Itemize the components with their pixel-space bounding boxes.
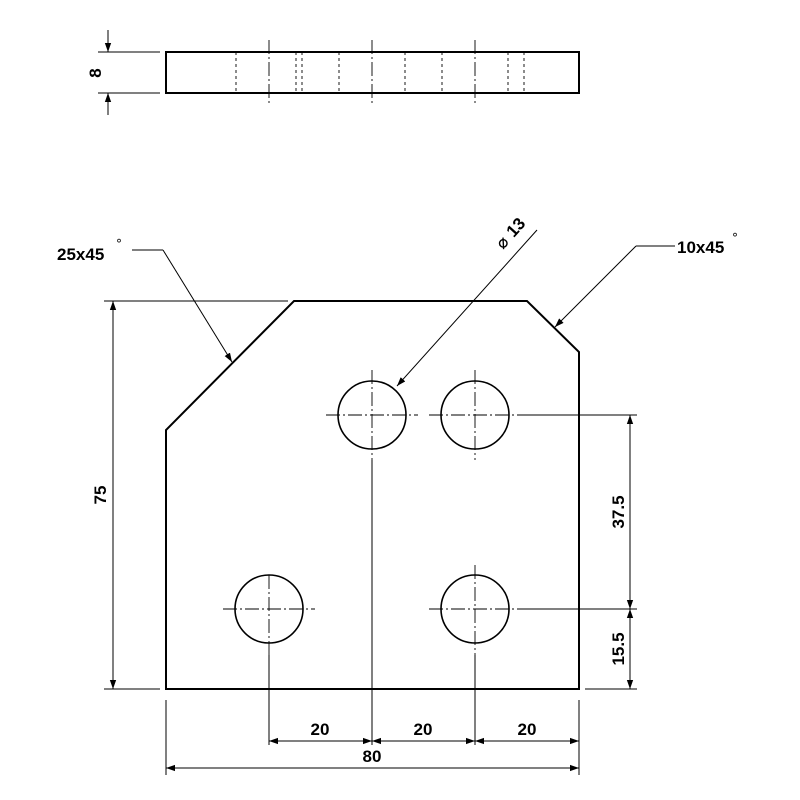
front-view: 20 20 20 80 75 37.5 15.5 25x45 ° 10x45 bbox=[57, 214, 738, 775]
callout-chamfer-small: 10x45 ° bbox=[554, 231, 738, 328]
chamfer-large-label: 25x45 bbox=[57, 245, 104, 264]
thickness-label: 8 bbox=[86, 68, 105, 77]
side-view: 8 bbox=[86, 30, 580, 115]
callout-chamfer-large: 25x45 ° bbox=[57, 237, 233, 363]
dim-height-label: 75 bbox=[91, 486, 110, 505]
dim-vertical-spacing-label: 37.5 bbox=[609, 495, 628, 528]
hole-centerlines bbox=[223, 370, 521, 745]
dim-20-b-label: 20 bbox=[414, 720, 433, 739]
dim-bottom-offset-label: 15.5 bbox=[609, 632, 628, 665]
diameter-value: 13 bbox=[503, 214, 530, 241]
plate-outline bbox=[165, 300, 580, 690]
plate-side-outline bbox=[165, 51, 580, 94]
degree-symbol-small: ° bbox=[732, 231, 738, 245]
hidden-hole-edges bbox=[235, 52, 525, 93]
dim-overall-width-label: 80 bbox=[363, 747, 382, 766]
dim-20-c-label: 20 bbox=[518, 720, 537, 739]
degree-symbol-large: ° bbox=[116, 237, 122, 251]
dim-20-a-label: 20 bbox=[311, 720, 330, 739]
chamfer-small-label: 10x45 bbox=[677, 238, 724, 257]
